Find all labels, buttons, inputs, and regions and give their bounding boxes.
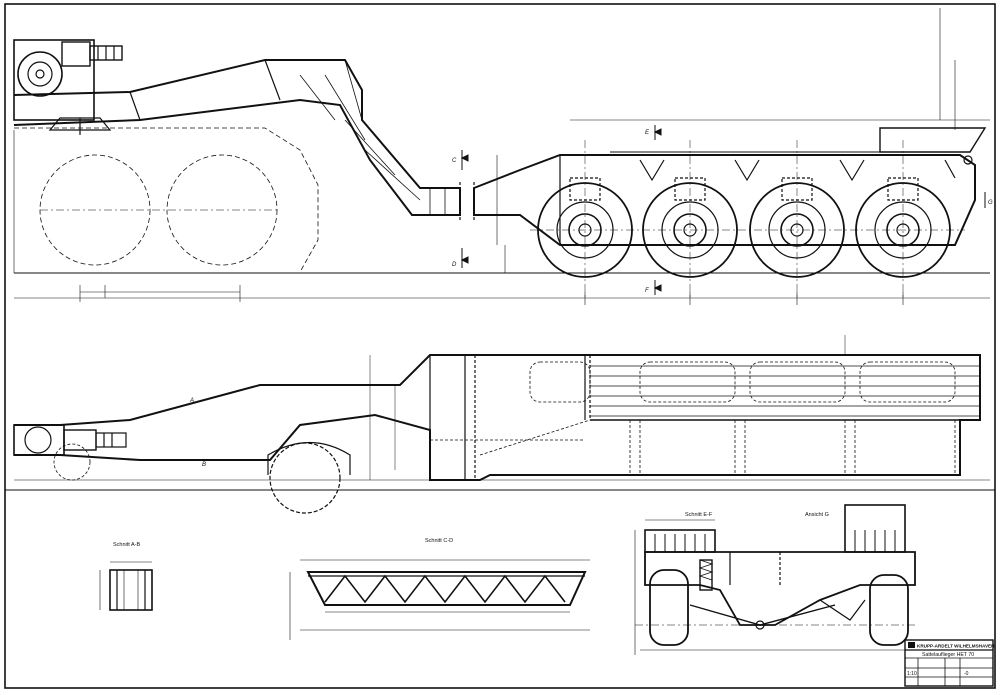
tractor-phantom-outline	[14, 127, 319, 273]
marker-d: D	[452, 262, 457, 268]
rear-pivot	[963, 155, 973, 165]
section-markers-top	[460, 125, 986, 295]
marker-g: G	[988, 200, 993, 206]
marker-e: E	[645, 130, 650, 136]
section-c-d-drawing	[289, 559, 590, 640]
gooseneck-head	[13, 39, 95, 121]
label-view-g: Ansicht G	[805, 512, 829, 518]
suspension-cylinder	[699, 559, 713, 591]
title-block-scale: 1:10	[907, 671, 917, 677]
sheet-border	[4, 3, 996, 689]
section-a-b-drawing	[99, 561, 153, 611]
plan-tractor-wheel	[269, 442, 341, 514]
label-section-e-f: Schnitt E-F	[685, 512, 713, 518]
fifth-wheel-plate	[48, 117, 112, 131]
title-block-company: KRUPP-ARDELT WILHELMSHAVEN	[917, 644, 995, 649]
gear-housing	[17, 51, 63, 97]
gear-hub	[27, 61, 53, 87]
label-section-a-b: Schnitt A-B	[113, 542, 141, 548]
marker-c: C	[452, 158, 457, 164]
marker-b: B	[202, 462, 206, 468]
ef-wheel-left	[649, 569, 689, 646]
label-section-c-d: Schnitt C-D	[425, 538, 453, 544]
dimensions-top	[13, 8, 990, 305]
title-block-sheet: -0	[964, 671, 969, 677]
marker-f: F	[645, 288, 649, 294]
rear-ramp	[879, 127, 987, 153]
ef-wheel-right	[869, 574, 909, 646]
title-block	[904, 639, 994, 687]
loading-deck	[473, 154, 976, 246]
plan-outline	[14, 354, 981, 481]
section-e-f-view-g	[634, 504, 920, 655]
gear-center	[35, 69, 45, 79]
plan-view	[13, 335, 990, 514]
title-block-title: Sattelauflieger HET 70	[922, 652, 974, 658]
side-elevation-view	[13, 8, 990, 305]
marker-a: A	[189, 398, 194, 404]
